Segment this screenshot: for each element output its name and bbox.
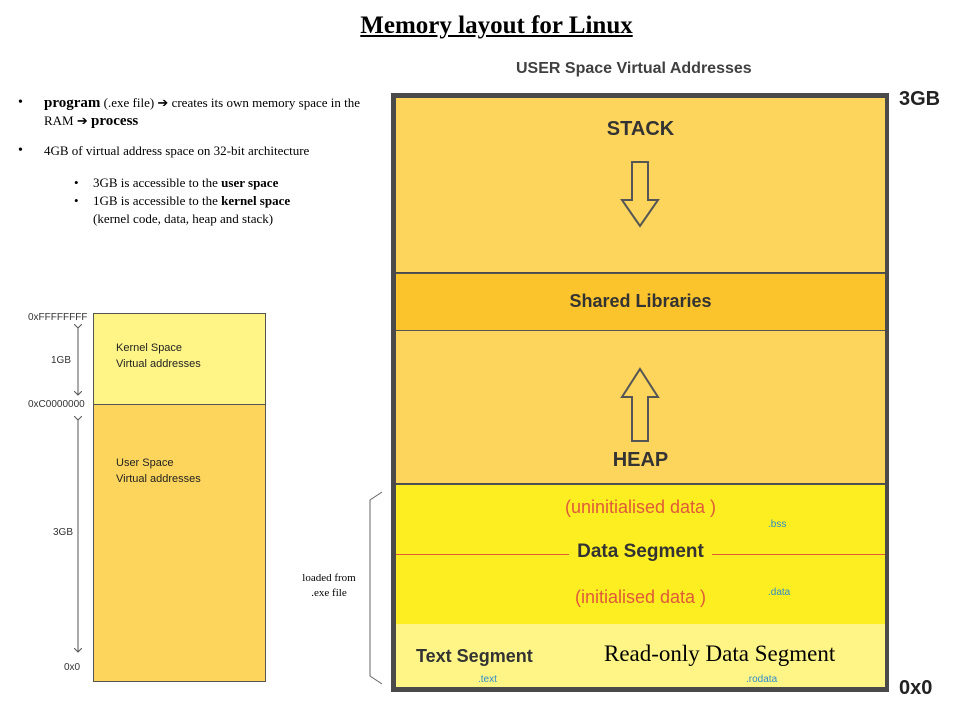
text-section-label: .text xyxy=(478,674,497,685)
data-section-label: .data xyxy=(768,587,791,598)
sub-bullet-kernel-post: (kernel code, data, heap and stack) xyxy=(93,211,274,226)
user-space-sublabel: Virtual addresses xyxy=(116,473,201,485)
sub-bullet-kernel-text: 1GB is accessible to the xyxy=(93,193,222,208)
readonly-segment-label: Read-only Data Segment xyxy=(604,641,836,666)
shared-libraries-label: Shared Libraries xyxy=(569,291,712,311)
bullet-list: program (.exe file) ➔ creates its own me… xyxy=(16,94,376,228)
data-segment: (uninitialised data ) .bss Data Segment … xyxy=(396,484,885,625)
sub-bullet-kernel: 1GB is accessible to the kernel space (k… xyxy=(16,192,376,228)
loaded-bracket xyxy=(369,491,383,685)
sub-bullet-kernel-bold: kernel space xyxy=(221,193,291,208)
sub-bullet-user-bold: user space xyxy=(221,175,279,190)
sub-bullet-user-text: 3GB is accessible to the xyxy=(93,175,222,190)
user-space-box: User Space Virtual addresses xyxy=(93,405,266,682)
bullet-program-word: program xyxy=(44,95,101,111)
bullet-memory-text: creates its own memory space in the RAM xyxy=(44,95,361,128)
top-3gb-label: 3GB xyxy=(899,88,941,110)
loaded-from-label: loaded from .exe file xyxy=(293,571,365,601)
size-3gb-label: 3GB xyxy=(53,527,74,538)
addr-top-label: 0xFFFFFFFF xyxy=(28,312,88,323)
addr-bottom-label: 0x0 xyxy=(64,662,81,673)
rodata-section-label: .rodata xyxy=(746,674,778,685)
text-segment: Text Segment Read-only Data Segment .tex… xyxy=(396,624,885,687)
stack-segment: STACK xyxy=(396,98,885,272)
heap-label: HEAP xyxy=(612,449,669,471)
bottom-0x0-label: 0x0 xyxy=(899,677,933,699)
addr-mid-label: 0xC0000000 xyxy=(28,399,85,410)
page-title: Memory layout for Linux xyxy=(360,12,633,39)
uninitialised-data-label: (uninitialised data ) xyxy=(564,497,717,517)
bullet-program-text: (.exe file) xyxy=(100,95,158,110)
data-segment-label: Data Segment xyxy=(569,541,712,562)
arrow-icon: ➔ xyxy=(157,95,169,110)
text-segment-label: Text Segment xyxy=(416,646,533,666)
shared-libraries-segment: Shared Libraries xyxy=(396,273,885,331)
loaded-from-line2: .exe file xyxy=(311,587,347,599)
initialised-data-label: (initialised data ) xyxy=(574,587,707,607)
bullet-4gb: 4GB of virtual address space on 32-bit a… xyxy=(16,142,376,160)
bullet-process-word: process xyxy=(91,113,139,129)
bullet-program: program (.exe file) ➔ creates its own me… xyxy=(16,94,376,130)
kernel-space-label: Kernel Space xyxy=(116,342,183,354)
kernel-space-box: Kernel Space Virtual addresses xyxy=(93,313,266,405)
heap-segment: HEAP xyxy=(396,331,885,483)
bss-section-label: .bss xyxy=(768,519,787,530)
heap-up-arrow-icon xyxy=(620,367,660,442)
size-1gb-label: 1GB xyxy=(51,355,72,366)
arrow-icon: ➔ xyxy=(76,113,88,128)
kernel-space-sublabel: Virtual addresses xyxy=(116,358,201,370)
user-space-label: User Space xyxy=(116,457,174,469)
sub-bullet-user: 3GB is accessible to the user space xyxy=(16,174,376,192)
loaded-from-line1: loaded from xyxy=(302,572,356,584)
diagram-subtitle: USER Space Virtual Addresses xyxy=(516,60,752,77)
stack-down-arrow-icon xyxy=(620,161,660,228)
stack-label: STACK xyxy=(606,118,675,140)
